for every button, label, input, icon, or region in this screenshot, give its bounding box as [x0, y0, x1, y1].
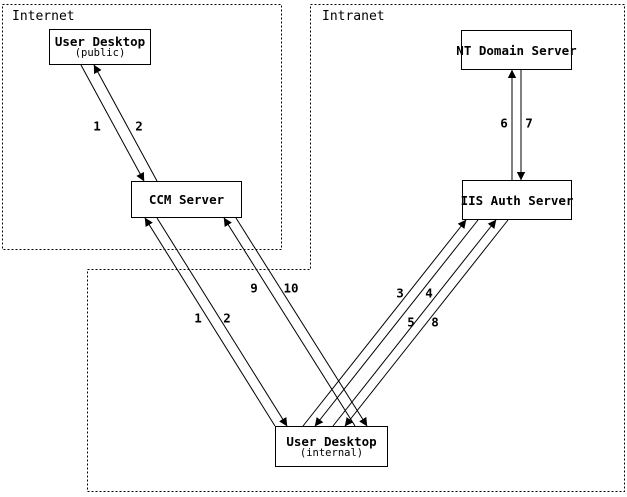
node-subtitle: (internal) — [299, 446, 364, 459]
arrow-label-2-internal: 2 — [223, 310, 231, 326]
arrow-label-3: 3 — [396, 285, 404, 301]
node-nt-domain-server: NT Domain Server — [456, 30, 577, 70]
intranet-zone-border — [87, 4, 625, 492]
arrow-4-line — [314, 219, 479, 427]
arrow-label-2-public: 2 — [135, 118, 143, 134]
arrow-label-8: 8 — [431, 314, 439, 330]
arrow-label-1-public: 1 — [93, 118, 101, 134]
node-title: User Desktop — [54, 34, 146, 49]
arrow-label-10: 10 — [283, 280, 299, 296]
node-title: User Desktop — [286, 433, 377, 449]
arrow-label-5: 5 — [407, 314, 415, 330]
node-user-desktop-internal: User Desktop (internal) — [275, 426, 388, 467]
arrow-1-public-line — [80, 64, 145, 182]
arrow-8-line — [344, 219, 509, 427]
node-iis-auth-server: IIS Auth Server — [460, 180, 574, 220]
node-subtitle: (public) — [74, 47, 126, 59]
arrow-label-6: 6 — [500, 115, 508, 131]
arrow-2-public-line — [93, 64, 158, 182]
arrow-1-internal-line — [144, 217, 276, 427]
arrow-10-line — [235, 217, 368, 427]
node-title: CCM Server — [148, 192, 225, 207]
node-ccm-server: CCM Server — [131, 181, 242, 218]
internet-zone-border — [2, 4, 282, 250]
arrow-label-7: 7 — [525, 115, 533, 131]
arrow-9-line — [223, 217, 356, 427]
arrow-2-internal-line — [156, 217, 288, 427]
node-user-desktop-public: User Desktop (public) — [49, 29, 151, 65]
intranet-zone-label: Intranet — [322, 9, 385, 24]
node-title: NT Domain Server — [456, 42, 577, 58]
node-title: IIS Auth Server — [460, 192, 574, 208]
arrow-label-4: 4 — [425, 285, 433, 301]
arrow-label-1-internal: 1 — [194, 310, 202, 326]
arrow-5-line — [332, 219, 497, 427]
arrow-label-9: 9 — [250, 280, 258, 296]
arrow-3-line — [302, 219, 467, 427]
internet-zone-label: Internet — [12, 9, 75, 24]
